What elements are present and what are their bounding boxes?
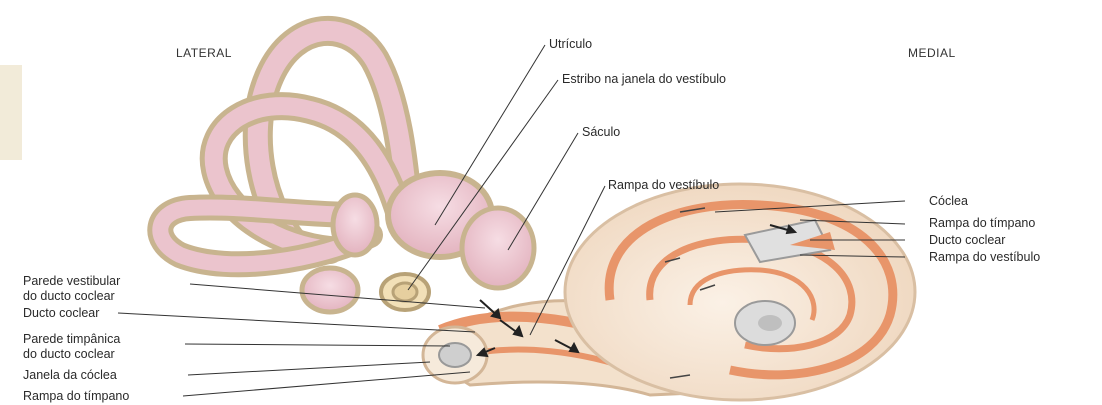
label-coclea: Cóclea xyxy=(929,194,968,208)
label-janela-coclea: Janela da cóclea xyxy=(23,368,117,382)
label-rampa-vestibulo-right: Rampa do vestíbulo xyxy=(929,250,1040,264)
label-utriculo: Utrículo xyxy=(549,37,592,51)
cochlea-spiral xyxy=(565,184,915,400)
medial-heading: MEDIAL xyxy=(908,46,956,60)
label-ducto-coclear-left: Ducto coclear xyxy=(23,306,99,320)
label-parede-timpanica-line2: do ducto coclear xyxy=(23,347,115,361)
edge-artifact xyxy=(0,65,22,160)
label-rampa-timpano-right: Rampa do tímpano xyxy=(929,216,1035,230)
semicircular-canals xyxy=(160,31,410,312)
label-rampa-vestibulo-top: Rampa do vestíbulo xyxy=(608,178,719,192)
label-estribo: Estribo na janela do vestíbulo xyxy=(562,72,726,86)
label-parede-vestibular-line1: Parede vestibular xyxy=(23,274,120,288)
vestibule xyxy=(381,173,534,310)
label-ducto-coclear-right: Ducto coclear xyxy=(929,233,1005,247)
label-parede-vestibular-line2: do ducto coclear xyxy=(23,289,115,303)
label-parede-timpanica-line1: Parede timpânica xyxy=(23,332,120,346)
lateral-heading: LATERAL xyxy=(176,46,232,60)
label-rampa-timpano-left: Rampa do tímpano xyxy=(23,389,129,403)
label-saculo: Sáculo xyxy=(582,125,620,139)
